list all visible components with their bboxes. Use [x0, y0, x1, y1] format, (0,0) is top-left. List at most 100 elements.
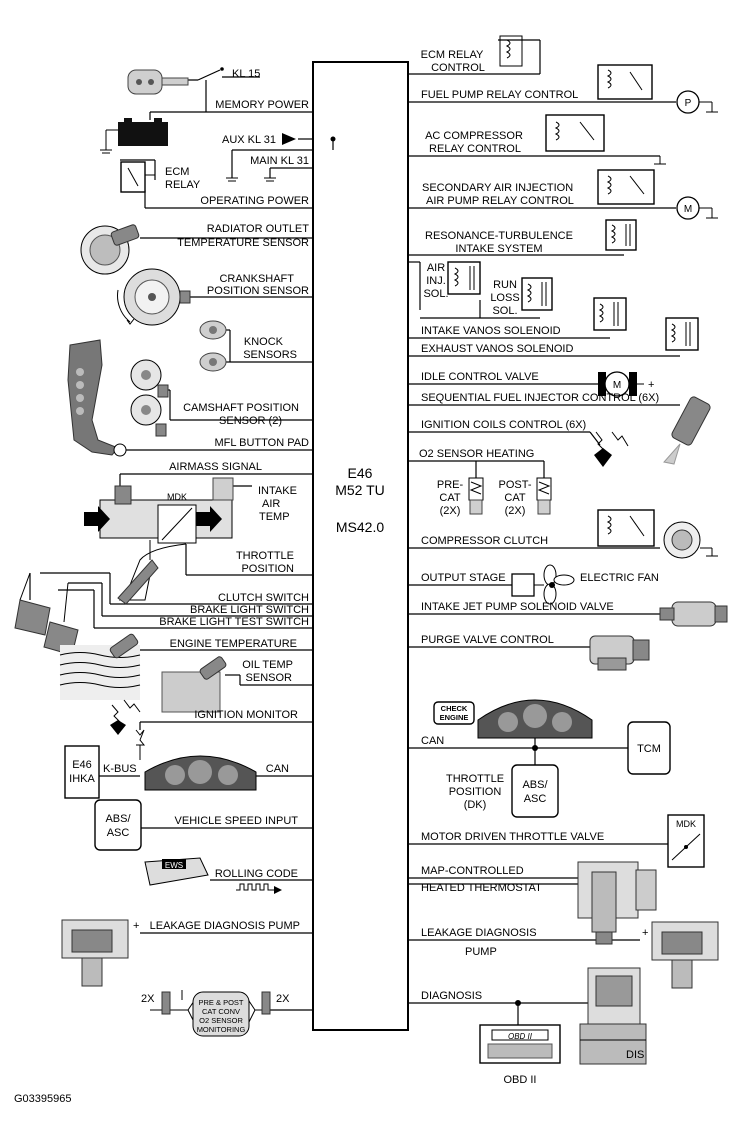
dis-tester-icon [579, 967, 647, 1065]
map-thermostat-label-1: MAP-CONTROLLED [421, 865, 524, 877]
fuel-pump-symbol: P [685, 98, 692, 109]
twox-left-label: 2X [141, 993, 155, 1005]
mdk-right-box: MDK [667, 814, 705, 868]
engine-temp-sensor-icon [59, 633, 141, 700]
ignition-coil-symbol [594, 431, 629, 467]
aux-kl31-label: AUX KL 31 [222, 134, 276, 146]
instrument-cluster-right-icon [477, 699, 593, 739]
abs-left-label-2: ASC [107, 827, 130, 839]
throttle-position-label-1: THROTTLE [446, 773, 504, 785]
camshaft-label-1: CAMSHAFT POSITION [183, 402, 299, 414]
operating-power-label: OPERATING POWER [200, 195, 309, 207]
aux-kl31-node [330, 136, 336, 142]
cat-conv-monitor-icon: PRE & POST CAT CONV O2 SENSOR MONITORING [150, 991, 300, 1037]
ews-label: EWS [165, 861, 183, 870]
air-pump-symbol: M [684, 204, 692, 215]
check-engine-badge: CHECK ENGINE [433, 701, 475, 725]
check-engine-label-2: ENGINE [440, 713, 469, 722]
electric-fan-icon [543, 564, 575, 605]
idle-motor-symbol: M [613, 380, 621, 391]
ac-compressor-label-1: AC COMPRESSOR [425, 130, 523, 142]
ignition-monitor-label: IGNITION MONITOR [194, 709, 298, 721]
intake-label-2: AIR [262, 498, 280, 510]
radiator-sensor-icon [80, 224, 140, 275]
precat-label-1: PRE- [437, 479, 464, 491]
crankshaft-sensor-icon [117, 268, 191, 326]
abs-right-label-2: ASC [524, 793, 547, 805]
brake-light-label: BRAKE LIGHT SWITCH [190, 604, 309, 616]
ihka-label-1: E46 [72, 759, 92, 771]
right-labels: ECM RELAY CONTROL FUEL PUMP RELAY CONTRO… [419, 49, 659, 1086]
oil-temp-label-2: SENSOR [246, 672, 293, 684]
ihka-box: E46 IHKA [64, 745, 100, 799]
kl15-label: KL 15 [232, 68, 260, 80]
mdk-right-label: MDK [676, 819, 696, 829]
ecu-title-line2: M52 TU [335, 482, 385, 498]
leakage-right-plus: + [642, 927, 648, 939]
can-junction-node [532, 745, 538, 751]
air-inj-label-2: INJ. [426, 275, 446, 287]
idle-control-valve-motor: M + [598, 371, 654, 397]
pedal-icons [14, 572, 79, 656]
monitor-label-4: MONITORING [197, 1025, 246, 1034]
abs-right-label-1: ABS/ [522, 779, 548, 791]
radiator-label-2: TEMPERATURE SENSOR [177, 237, 309, 249]
fuel-pump-relay [597, 64, 653, 100]
thermostat-icon [577, 861, 657, 945]
postcat-label-3: (2X) [505, 505, 526, 517]
can-right-label: CAN [421, 735, 444, 747]
fuel-injector-icon [663, 396, 711, 465]
ews-module-icon: EWS [144, 857, 282, 894]
secondary-air-label-1: SECONDARY AIR INJECTION [422, 182, 573, 194]
o2-sensors [468, 477, 552, 515]
can-left-label: CAN [266, 763, 289, 775]
output-stage-box [511, 573, 544, 597]
twox-right-label: 2X [276, 993, 290, 1005]
crankshaft-label-2: POSITION SENSOR [207, 285, 309, 297]
ac-compressor-label-2: RELAY CONTROL [429, 143, 521, 155]
compressor-clutch-label: COMPRESSOR CLUTCH [421, 535, 548, 547]
check-engine-label-1: CHECK [441, 704, 468, 713]
precat-label-2: CAT [439, 492, 460, 504]
electric-fan-label: ELECTRIC FAN [580, 572, 659, 584]
map-thermostat-label-2: HEATED THERMOSTAT [421, 882, 542, 894]
leakage-pump-left-icon [61, 919, 129, 987]
key-fob-icon [127, 69, 189, 95]
tcm-box: TCM [627, 721, 671, 775]
ecm-relay-control-label-1: ECM RELAY [421, 49, 484, 61]
brake-test-label: BRAKE LIGHT TEST SWITCH [159, 616, 309, 628]
engine-temp-label: ENGINE TEMPERATURE [170, 638, 297, 650]
ecm-relay-control-label-2: CONTROL [431, 62, 485, 74]
motor-throttle-label: MOTOR DRIVEN THROTTLE VALVE [421, 831, 604, 843]
idle-control-label: IDLE CONTROL VALVE [421, 371, 539, 383]
ecm-relay-label-2: RELAY [165, 179, 201, 191]
air-inj-label-3: SOL. [423, 288, 448, 300]
purge-valve-label: PURGE VALVE CONTROL [421, 634, 554, 646]
abs-asc-left-box: ABS/ ASC [94, 799, 142, 851]
knock-label-1: KNOCK [244, 336, 284, 348]
secondary-air-label-2: AIR PUMP RELAY CONTROL [426, 195, 574, 207]
camshaft-sensor-icons [130, 359, 169, 437]
resonance-solenoid [605, 219, 637, 251]
postcat-label-2: CAT [504, 492, 525, 504]
ac-compressor-relay [545, 114, 666, 165]
tcm-label: TCM [637, 743, 661, 755]
kbus-label: K-BUS [103, 763, 137, 775]
idle-plus-label: + [648, 379, 654, 391]
throttle-position-label-3: (DK) [464, 799, 487, 811]
leakage-left-plus: + [133, 920, 139, 932]
leakage-left-label: LEAKAGE DIAGNOSIS PUMP [150, 920, 300, 932]
compressor-clutch-relay [597, 509, 718, 559]
rolling-code-label: ROLLING CODE [215, 868, 298, 880]
air-pump-motor: M [676, 196, 718, 220]
throttle-label-2: POSITION [241, 563, 294, 575]
camshaft-label-2: SENSOR (2) [219, 415, 282, 427]
ecu-box: E46 M52 TU MS42.0 [312, 61, 409, 1031]
oil-temp-label-1: OIL TEMP [242, 659, 293, 671]
leakage-right-label-2: PUMP [465, 946, 497, 958]
instrument-cluster-left-icon [144, 755, 257, 791]
air-inj-label-1: AIR [427, 262, 445, 274]
right-wires [408, 39, 680, 1025]
mfl-label: MFL BUTTON PAD [214, 437, 309, 449]
